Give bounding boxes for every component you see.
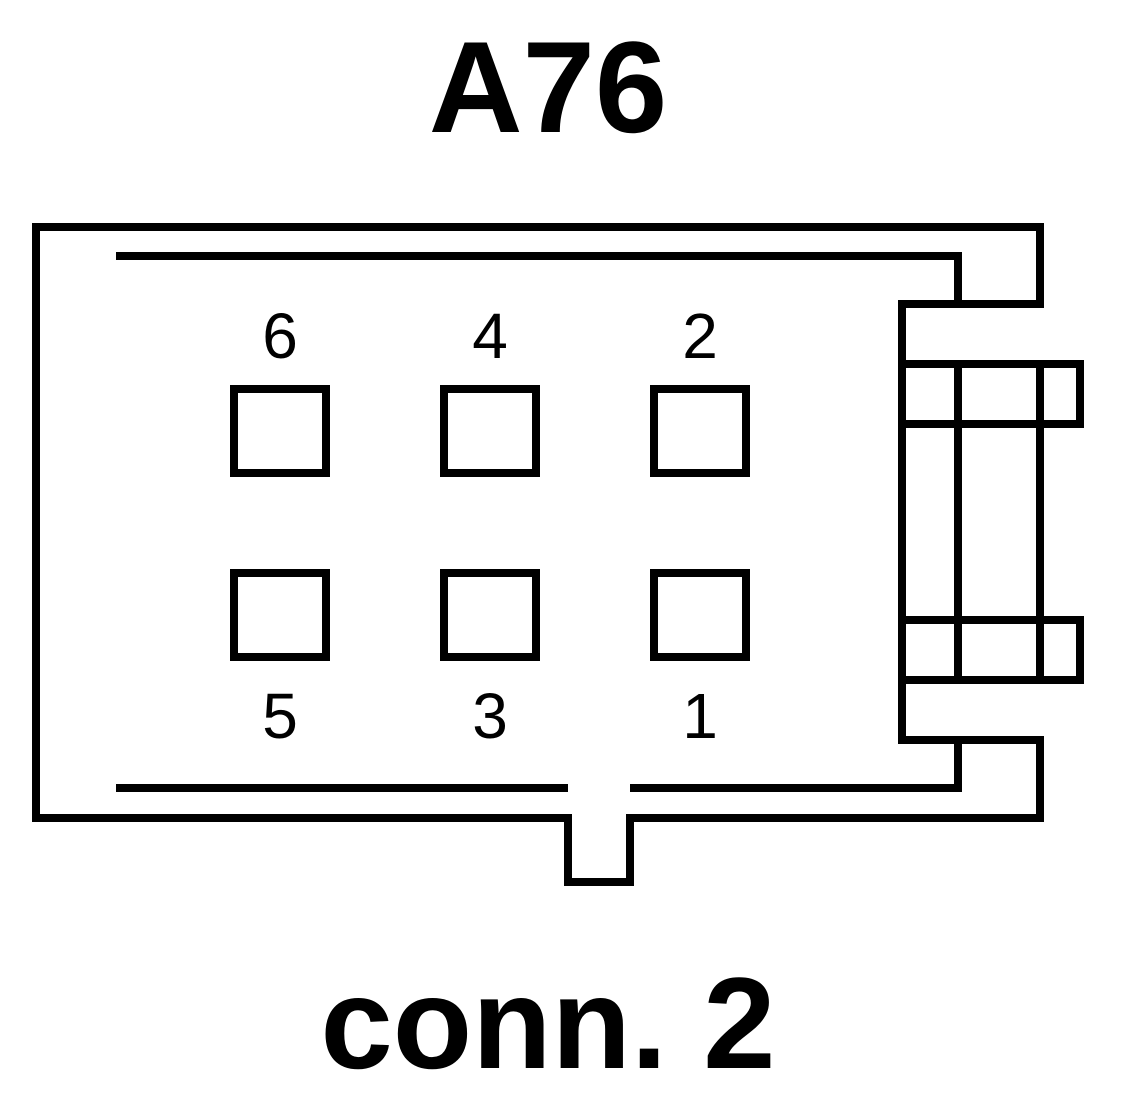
pin-label-4: 4 bbox=[472, 300, 508, 372]
housing-outer-outline bbox=[32, 223, 1044, 886]
connector-id-title: A76 bbox=[429, 14, 667, 160]
connector-subtitle: conn. 2 bbox=[320, 950, 775, 1096]
pin-label-3: 3 bbox=[472, 680, 508, 752]
pin-label-6: 6 bbox=[262, 300, 298, 372]
pin-cavity-4 bbox=[440, 385, 540, 477]
pin-grid bbox=[230, 385, 750, 661]
pin-cavity-3 bbox=[440, 569, 540, 661]
locking-latch bbox=[898, 360, 1084, 684]
housing-inner-outline bbox=[116, 252, 962, 792]
pin-label-1: 1 bbox=[682, 680, 718, 752]
pin-labels: 6 4 2 5 3 1 bbox=[262, 300, 718, 752]
pin-cavity-6 bbox=[230, 385, 330, 477]
pin-label-2: 2 bbox=[682, 300, 718, 372]
pin-label-5: 5 bbox=[262, 680, 298, 752]
pin-cavity-2 bbox=[650, 385, 750, 477]
pin-cavity-1 bbox=[650, 569, 750, 661]
pin-cavity-5 bbox=[230, 569, 330, 661]
